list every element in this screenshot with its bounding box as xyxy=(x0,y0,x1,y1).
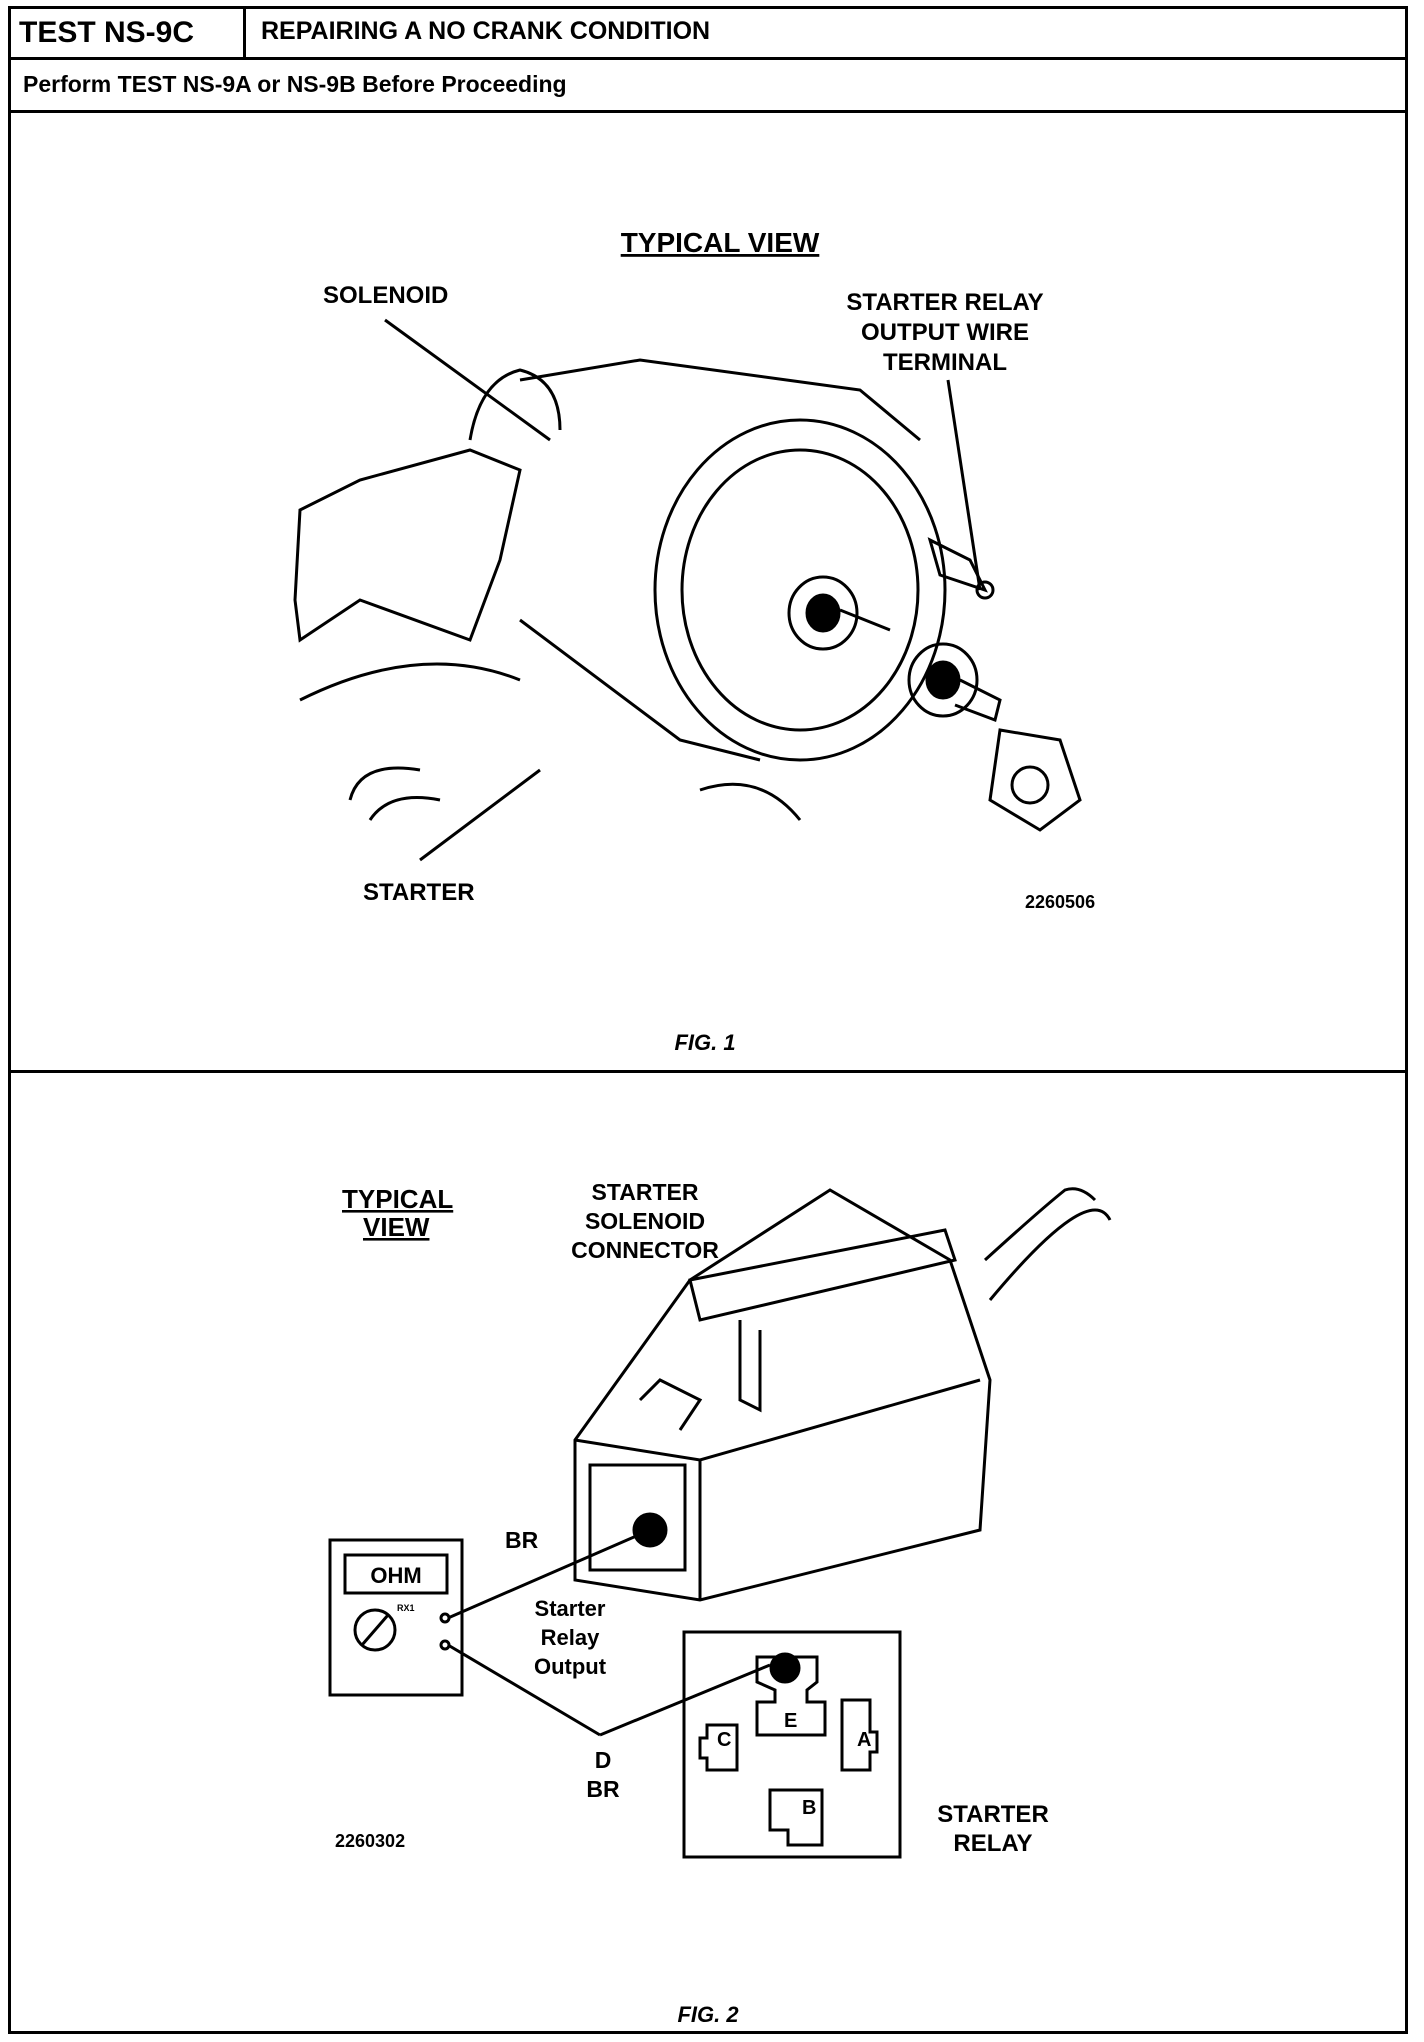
mounting-tab-hole xyxy=(1010,765,1050,805)
connector-body xyxy=(573,1188,992,1602)
stud-left xyxy=(787,575,859,651)
connector-label-2: SOLENOID xyxy=(585,1208,705,1234)
fig1-view-label: TYPICAL VIEW xyxy=(621,227,820,258)
latch-post xyxy=(738,1320,762,1413)
relay-wire-label-1: STARTER RELAY xyxy=(846,289,1043,316)
ohmmeter-body xyxy=(328,1538,464,1697)
relay-output-label-3: Output xyxy=(534,1654,607,1679)
page-frame: TEST NS-9C REPAIRING A NO CRANK CONDITIO… xyxy=(8,6,1408,2034)
fig1-panel xyxy=(11,113,1405,1073)
latch-ramp xyxy=(638,1378,703,1431)
mounting-tab xyxy=(988,728,1082,832)
relay-terminal-b-label: B xyxy=(802,1797,816,1819)
relay-output-label-2: Relay xyxy=(541,1625,600,1650)
relay-terminal-e-label: E xyxy=(784,1710,797,1732)
fig1-illustration xyxy=(293,318,1082,862)
fig2-view-label-1: TYPICAL xyxy=(342,1184,453,1214)
connector-cable-edge xyxy=(983,1187,1097,1262)
relay-terminal-a-label: A xyxy=(857,1729,871,1751)
connector-latch xyxy=(688,1228,957,1322)
bracket-foot xyxy=(699,782,802,821)
starter-arc-1 xyxy=(348,766,421,801)
relay-terminal xyxy=(927,537,988,593)
test-subtitle: Perform TEST NS-9A or NS-9B Before Proce… xyxy=(23,71,567,97)
fig1-caption: FIG. 1 xyxy=(674,1030,735,1055)
d-label: D xyxy=(595,1747,612,1773)
solenoid-end-ring xyxy=(680,448,920,732)
solenoid-label: SOLENOID xyxy=(323,282,448,309)
connector-top-edge xyxy=(574,1378,981,1462)
solenoid-leader xyxy=(384,318,551,442)
relay-output-label-1: Starter xyxy=(535,1596,606,1621)
stud-left-thread xyxy=(839,608,891,632)
relay-terminal-c-label: C xyxy=(717,1729,731,1751)
relay-label-1: STARTER xyxy=(937,1801,1049,1828)
relay-terminal-tip xyxy=(975,580,995,600)
title-row: TEST NS-9C REPAIRING A NO CRANK CONDITIO… xyxy=(11,9,1405,60)
test-title: REPAIRING A NO CRANK CONDITION xyxy=(261,17,711,45)
starter-leader xyxy=(419,768,541,862)
connector-label-3: CONNECTOR xyxy=(571,1237,719,1263)
starter-housing-edge xyxy=(299,662,521,702)
title-divider xyxy=(243,9,246,57)
ohmmeter-jack-1 xyxy=(439,1612,451,1624)
fig2-view-label-2: VIEW xyxy=(363,1212,430,1242)
starter-relay-body xyxy=(682,1630,902,1859)
ohmmeter-dial xyxy=(353,1608,397,1652)
relay-terminal-d-label: D xyxy=(782,1661,794,1678)
test-id: TEST NS-9C xyxy=(19,16,195,49)
starter-arc-2 xyxy=(368,796,441,821)
stud-left-core xyxy=(805,593,841,633)
relay-terminal-d-e xyxy=(755,1655,827,1737)
fig2-illustration xyxy=(328,1187,1112,1859)
test-lead-br xyxy=(447,1528,651,1620)
stud-right xyxy=(907,642,979,718)
relay-wire-label-2: OUTPUT WIRE xyxy=(861,319,1029,346)
test-lead-d-a xyxy=(447,1643,601,1737)
relay-terminal-c xyxy=(698,1723,739,1772)
solenoid-top-edge xyxy=(519,358,921,442)
ohmmeter-range: RX1 xyxy=(397,1603,415,1613)
ohmmeter-display: OHM xyxy=(370,1563,421,1588)
fig2-caption: FIG. 2 xyxy=(677,2002,739,2027)
subtitle-row: Perform TEST NS-9A or NS-9B Before Proce… xyxy=(11,60,1405,113)
solenoid-end-cap xyxy=(653,418,947,762)
relay-wire-leader xyxy=(946,379,982,591)
connector-opening xyxy=(588,1463,687,1572)
connector-cable xyxy=(988,1208,1112,1301)
connector-label-1: STARTER xyxy=(592,1179,699,1205)
br-label: BR xyxy=(505,1527,539,1553)
solenoid-bottom-edge xyxy=(519,618,761,762)
br-label-2: BR xyxy=(586,1776,620,1802)
starter-bracket xyxy=(293,448,522,643)
starter-label: STARTER xyxy=(363,879,475,906)
ohmmeter-jack-2 xyxy=(439,1639,451,1651)
relay-terminal-d-contact xyxy=(769,1652,801,1684)
relay-terminal-a xyxy=(840,1698,879,1772)
stud-right-thread xyxy=(954,678,1002,722)
relay-wire-label-3: TERMINAL xyxy=(883,349,1007,376)
ohmmeter-dial-pointer xyxy=(360,1614,390,1646)
fig2-part-number: 2260302 xyxy=(335,1831,405,1851)
bracket-ear xyxy=(468,368,562,441)
ohmmeter-display-frame xyxy=(343,1553,449,1595)
stud-right-core xyxy=(925,660,961,700)
relay-terminal-b xyxy=(768,1788,824,1847)
relay-label-2: RELAY xyxy=(953,1830,1032,1857)
fig1-part-number: 2260506 xyxy=(1025,892,1095,912)
